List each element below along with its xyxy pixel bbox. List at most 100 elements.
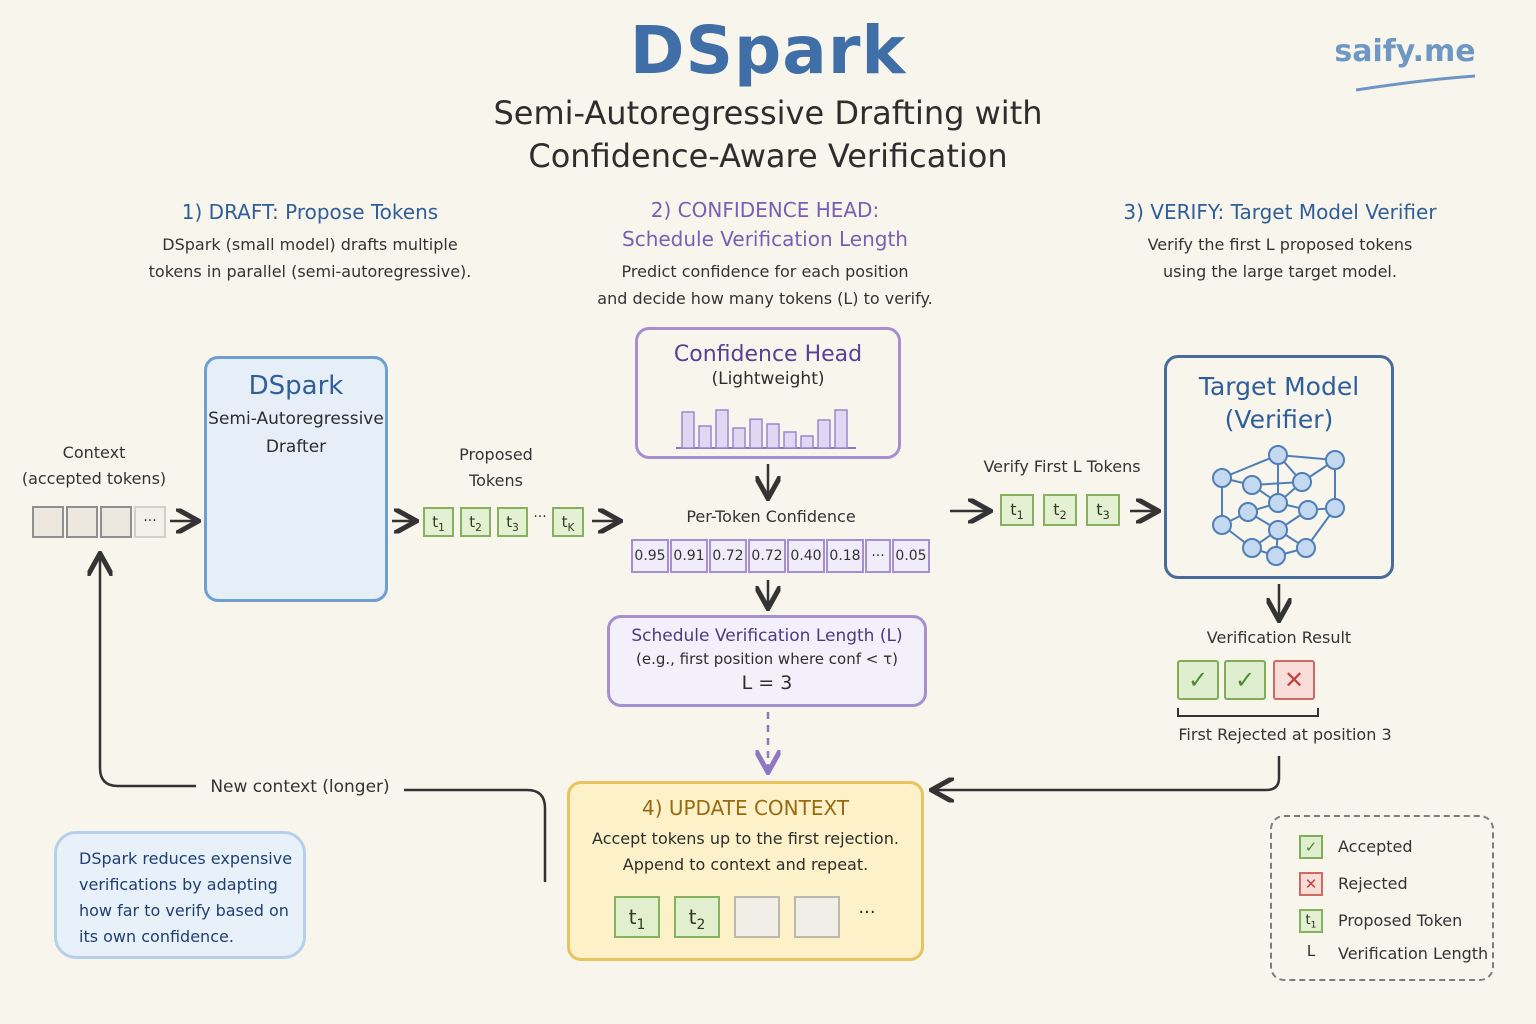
confidence-histogram [681, 409, 848, 449]
update-desc-1: Accept tokens up to the first rejection. [592, 829, 899, 848]
confidence-histogram-bar [681, 411, 695, 449]
brand-logo: saify.me [1334, 34, 1476, 69]
confidence-histogram-bar [800, 435, 814, 449]
context-token-box [100, 506, 132, 538]
proposed-label: Proposed Tokens [440, 442, 552, 494]
confidence-histogram-bar [817, 419, 831, 449]
accepted-token: t2 [674, 896, 720, 938]
context-token-box [66, 506, 98, 538]
confidence-value: 0.40 [787, 539, 825, 573]
rejected-x-icon: ✕ [1273, 660, 1315, 700]
update-ellipsis: ··· [858, 902, 876, 923]
proposed-token: t2 [460, 507, 491, 537]
empty-token-slot [734, 896, 780, 938]
verify-token: t1 [1000, 494, 1034, 526]
draft-desc-1: DSpark (small model) drafts multiple [162, 235, 458, 254]
proposed-label-1: Proposed [459, 445, 533, 464]
drafter-subtitle-2: Drafter [265, 437, 327, 457]
legend-box [1270, 815, 1494, 981]
legend-length-label: Verification Length [1338, 944, 1489, 963]
draft-heading: 1) DRAFT: Propose Tokens [181, 200, 439, 224]
rejection-bracket [1177, 708, 1319, 717]
update-desc-2: Append to context and repeat. [622, 855, 869, 874]
subtitle-line-1: Semi-Autoregressive Drafting with [493, 94, 1043, 132]
draft-desc-2: tokens in parallel (semi-autoregressive)… [148, 262, 472, 281]
empty-token-slot [794, 896, 840, 938]
loop-arrow-new-context-return [100, 556, 196, 788]
context-label-1: Context [62, 443, 126, 462]
confidence-heading-2: Schedule Verification Length [622, 227, 908, 251]
per-token-label: Per-Token Confidence [686, 507, 856, 526]
confidence-section: 2) CONFIDENCE HEAD: Schedule Verificatio… [560, 196, 970, 312]
confidence-histogram-bar [783, 431, 797, 449]
proposed-token: t3 [497, 507, 528, 537]
verify-heading: 3) VERIFY: Target Model Verifier [1123, 200, 1437, 224]
context-label: Context (accepted tokens) [18, 440, 170, 492]
page-subtitle: Semi-Autoregressive Drafting with Confid… [368, 92, 1168, 178]
schedule-title: Schedule Verification Length (L) [631, 626, 903, 646]
draft-section: 1) DRAFT: Propose Tokens DSpark (small m… [90, 198, 530, 285]
verify-desc-1: Verify the first L proposed tokens [1147, 235, 1413, 254]
proposed-label-2: Tokens [469, 471, 523, 490]
brand-underline [1355, 74, 1476, 92]
note-line-2: verifications by adapting [79, 875, 278, 894]
confidence-histogram-bar [698, 425, 712, 449]
verify-first-label: Verify First L Tokens [983, 457, 1141, 476]
confidence-histogram-bar [766, 423, 780, 449]
proposed-ellipsis: ··· [533, 509, 547, 525]
context-token-box [32, 506, 64, 538]
accepted-check-icon: ✓ [1177, 660, 1219, 700]
arrow-result-to-update [934, 756, 1281, 790]
confidence-head-subtitle: (Lightweight) [711, 369, 825, 389]
summary-note: DSpark reduces expensive verifications b… [54, 831, 306, 959]
schedule-rule: (e.g., first position where conf < τ) [636, 650, 898, 668]
note-line-3: how far to verify based on [79, 901, 289, 920]
proposed-token: t1 [423, 507, 454, 537]
legend-proposed-icon: t1 [1299, 909, 1323, 933]
verify-token: t2 [1043, 494, 1077, 526]
confidence-head-box: Confidence Head (Lightweight) [635, 327, 901, 459]
confidence-histogram-bar [834, 409, 848, 449]
confidence-head-title: Confidence Head [673, 342, 863, 367]
schedule-result: L = 3 [741, 672, 793, 694]
subtitle-line-2: Confidence-Aware Verification [528, 137, 1008, 175]
verify-token: t3 [1086, 494, 1120, 526]
confidence-histogram-bar [732, 427, 746, 449]
target-model-box: Target Model (Verifier) [1164, 355, 1394, 579]
legend-accepted-icon: ✓ [1299, 835, 1323, 859]
target-network-icon [1212, 445, 1345, 566]
legend-length-symbol: L [1306, 942, 1316, 960]
confidence-desc-1: Predict confidence for each position [621, 262, 909, 281]
confidence-desc-2: and decide how many tokens (L) to verify… [597, 289, 933, 308]
confidence-histogram-bar [715, 409, 729, 449]
note-line-1: DSpark reduces expensive [79, 849, 293, 868]
confidence-value: 0.72 [709, 539, 747, 573]
target-title-1: Target Model [1198, 372, 1360, 401]
legend-rejected-icon: ✕ [1299, 872, 1323, 896]
legend-accepted-label: Accepted [1338, 837, 1413, 856]
confidence-value: 0.95 [631, 539, 669, 573]
target-title-2: (Verifier) [1224, 405, 1334, 434]
context-label-2: (accepted tokens) [21, 469, 167, 488]
update-heading: 4) UPDATE CONTEXT [641, 796, 850, 820]
verify-desc-2: using the large target model. [1163, 262, 1397, 281]
dspark-drafter-box: DSpark Semi-Autoregressive Drafter [204, 356, 388, 602]
loop-arrow-new-context [404, 788, 547, 882]
confidence-histogram-bar [749, 418, 763, 449]
context-ellipsis: ··· [134, 506, 166, 538]
proposed-token-last: tK [552, 507, 584, 537]
confidence-value: 0.72 [748, 539, 786, 573]
legend-proposed-label: Proposed Token [1338, 911, 1463, 930]
confidence-heading-1: 2) CONFIDENCE HEAD: [650, 198, 880, 222]
verify-section: 3) VERIFY: Target Model Verifier Verify … [1070, 198, 1490, 285]
confidence-value: 0.18 [826, 539, 864, 573]
schedule-length-box: Schedule Verification Length (L) (e.g., … [607, 615, 927, 707]
note-line-4: its own confidence. [79, 927, 234, 946]
accepted-token: t1 [614, 896, 660, 938]
verification-result-label: Verification Result [1206, 628, 1352, 647]
confidence-value: 0.91 [670, 539, 708, 573]
confidence-ellipsis: ··· [865, 539, 891, 573]
first-rejected-note: First Rejected at position 3 [1178, 725, 1392, 744]
confidence-value: 0.05 [892, 539, 930, 573]
